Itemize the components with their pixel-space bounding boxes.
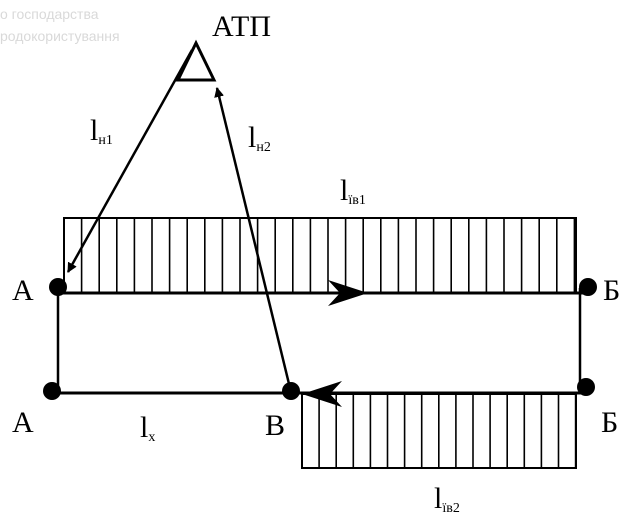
- label-lib2-main: l: [434, 482, 442, 515]
- direction-arrow-right: [328, 280, 368, 306]
- label-lib2-sub: їв2: [442, 501, 460, 516]
- label-b-top: Б: [603, 274, 620, 307]
- loaded-segment-1-box: [63, 217, 577, 294]
- label-lib2: lїв2: [434, 482, 460, 516]
- point-a-bottom: [43, 382, 61, 400]
- label-lib1-sub: їв1: [348, 193, 366, 208]
- watermark-line-2: родокористування: [0, 28, 120, 44]
- label-ln2-sub: н2: [256, 140, 271, 155]
- zero-run-1-arrow: [66, 49, 194, 273]
- point-a-top: [49, 278, 67, 296]
- label-lx-sub: х: [148, 430, 155, 445]
- label-ln1-main: l: [90, 114, 98, 147]
- depot-triangle: [175, 39, 217, 82]
- watermark-line-1: о господарства: [0, 6, 99, 22]
- direction-arrow-left: [302, 381, 342, 407]
- label-v: В: [265, 409, 285, 442]
- label-ln1: lн1: [90, 114, 113, 148]
- label-lib1: lїв1: [340, 174, 366, 208]
- label-lib1-main: l: [340, 174, 348, 207]
- zero-run-2-arrow: [214, 87, 292, 389]
- point-v: [282, 382, 300, 400]
- label-ln1-sub: н1: [98, 133, 113, 148]
- label-ln2: lн2: [248, 121, 271, 155]
- depot-label: АТП: [212, 10, 271, 43]
- label-a-bottom: А: [12, 406, 34, 439]
- label-b-bottom: Б: [601, 406, 618, 439]
- label-ln2-main: l: [248, 121, 256, 154]
- label-lx-main: l: [140, 411, 148, 444]
- loaded-segment-2-hatch: [318, 394, 577, 468]
- label-lx: lх: [140, 411, 155, 445]
- point-b-bottom: [577, 378, 595, 396]
- point-b-top: [579, 278, 597, 296]
- loaded-segment-1-hatch: [80, 218, 576, 293]
- label-a-top: А: [12, 274, 34, 307]
